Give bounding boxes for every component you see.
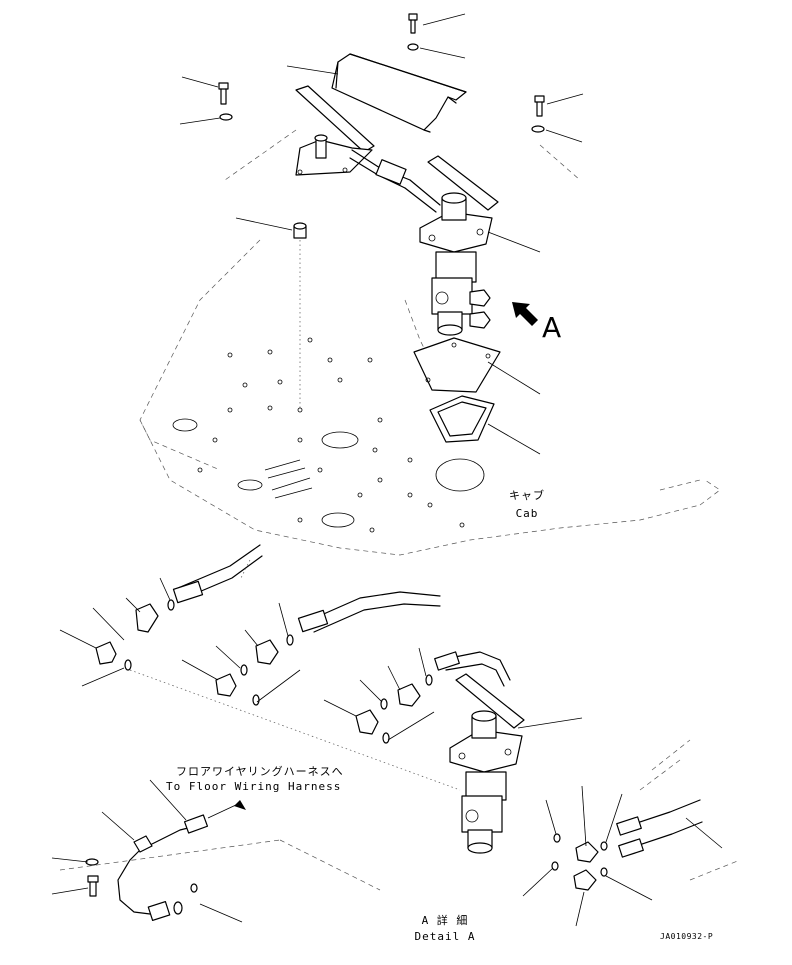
cab-label-en: Cab xyxy=(515,507,539,520)
brake-valve-upper xyxy=(419,155,499,336)
seal-gasket xyxy=(429,395,495,443)
detail-label-en: Detail A xyxy=(414,930,476,943)
hoses-lower xyxy=(172,479,703,858)
cab-floor-outline xyxy=(139,129,721,556)
detail-label-jp: A 詳 細 xyxy=(421,914,469,927)
pedal-cover xyxy=(331,53,467,133)
cab-label-jp: キャブ xyxy=(509,489,545,502)
view-a-arrow-icon xyxy=(512,302,538,326)
drawing-number: JA010932-P xyxy=(660,932,714,941)
harness-label-jp: フロアワイヤリングハーネスへ xyxy=(176,765,344,778)
harness-label-en: To Floor Wiring Harness xyxy=(166,780,342,793)
bolt-lower-left xyxy=(85,858,99,897)
gasket-plate xyxy=(413,337,501,393)
brake-valve-detail xyxy=(449,673,525,854)
spacer-collar xyxy=(293,222,307,413)
fittings-lower xyxy=(95,599,608,891)
view-marker-a: A xyxy=(542,311,562,344)
pedal-bracket-upper-left xyxy=(295,85,375,176)
bolt-right xyxy=(531,95,545,133)
pressure-switch-harness xyxy=(117,800,246,922)
bolt-top-cover xyxy=(407,13,419,51)
control-cable xyxy=(349,149,441,213)
bolt-left xyxy=(218,82,233,121)
leader-lines xyxy=(51,13,723,927)
detail-dashed-boundary xyxy=(59,559,741,891)
floor-holes xyxy=(172,337,485,533)
